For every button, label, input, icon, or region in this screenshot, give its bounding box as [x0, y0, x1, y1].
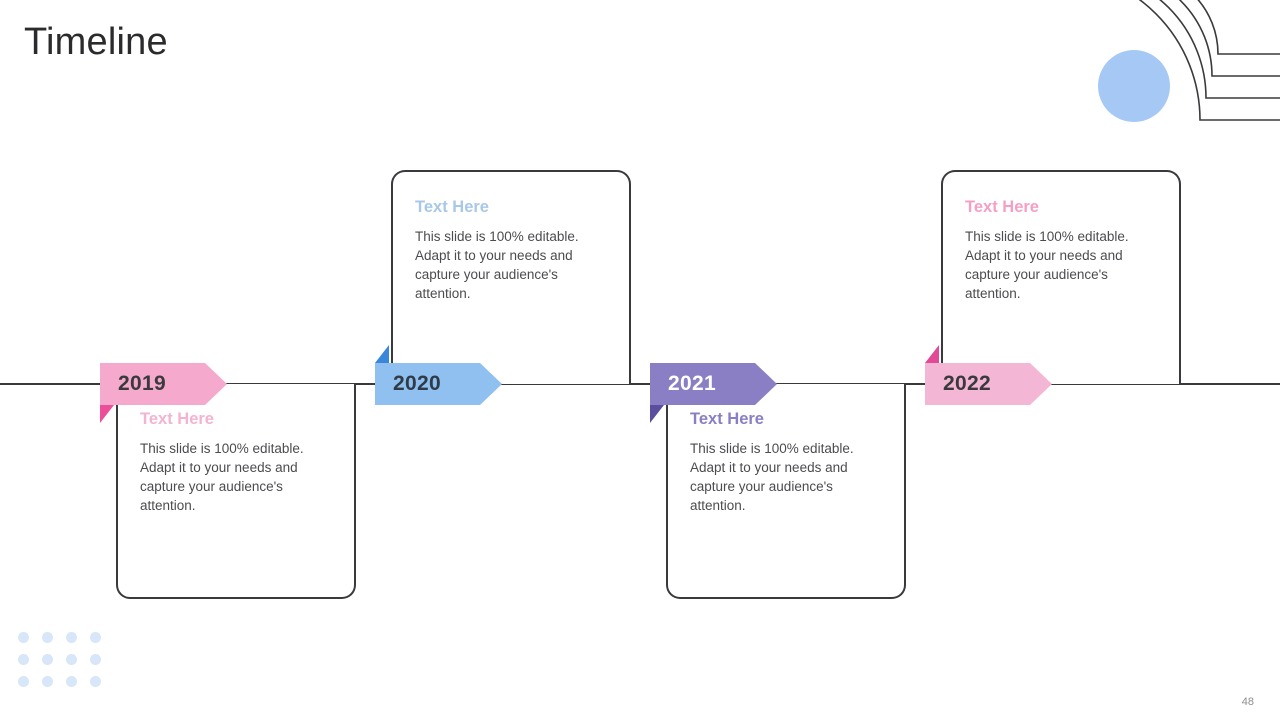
year-banner-2022[interactable]: 2022	[925, 345, 1052, 405]
banner-shape-2021	[650, 363, 777, 405]
blue-circle-decoration	[1098, 50, 1170, 122]
milestone-heading-2022: Text Here	[965, 198, 1039, 216]
milestone-body-2020: This slide is 100% editable. Adapt it to…	[415, 228, 579, 302]
milestone-body-2022: This slide is 100% editable. Adapt it to…	[965, 228, 1129, 302]
dot	[42, 632, 53, 643]
milestone-card-2019: Text Here This slide is 100% editable. A…	[116, 384, 356, 599]
banner-shape-2019	[100, 363, 227, 405]
dot-grid-decoration	[18, 632, 114, 698]
banner-fold-2021	[650, 405, 664, 423]
year-banner-2021[interactable]: 2021	[650, 363, 777, 423]
milestone-body-2021: This slide is 100% editable. Adapt it to…	[690, 440, 854, 514]
dot	[18, 676, 29, 687]
year-label-2021: 2021	[668, 372, 716, 395]
dot	[18, 654, 29, 665]
dot	[18, 632, 29, 643]
dot	[66, 632, 77, 643]
dot	[90, 654, 101, 665]
dot	[42, 654, 53, 665]
dot	[90, 632, 101, 643]
timeline-axis	[0, 383, 1280, 385]
page-number: 48	[1241, 696, 1254, 708]
year-label-2022: 2022	[943, 372, 991, 395]
dot	[90, 676, 101, 687]
milestone-heading-2020: Text Here	[415, 198, 489, 216]
milestone-heading-2021: Text Here	[690, 410, 764, 428]
year-label-2019: 2019	[118, 372, 166, 395]
milestone-card-2020: Text Here This slide is 100% editable. A…	[391, 170, 631, 384]
dot	[66, 676, 77, 687]
milestone-card-2022: Text Here This slide is 100% editable. A…	[941, 170, 1181, 384]
dot	[66, 654, 77, 665]
banner-fold-2020	[375, 345, 389, 363]
banner-fold-2022	[925, 345, 939, 363]
page-title: Timeline	[24, 21, 168, 63]
banner-shape-2022	[925, 363, 1052, 405]
year-label-2020: 2020	[393, 372, 441, 395]
milestone-card-2021: Text Here This slide is 100% editable. A…	[666, 384, 906, 599]
year-banner-2020[interactable]: 2020	[375, 345, 502, 405]
banner-fold-2019	[100, 405, 114, 423]
year-banner-2019[interactable]: 2019	[100, 363, 227, 423]
milestone-heading-2019: Text Here	[140, 410, 214, 428]
milestone-body-2019: This slide is 100% editable. Adapt it to…	[140, 440, 304, 514]
banner-shape-2020	[375, 363, 502, 405]
dot	[42, 676, 53, 687]
